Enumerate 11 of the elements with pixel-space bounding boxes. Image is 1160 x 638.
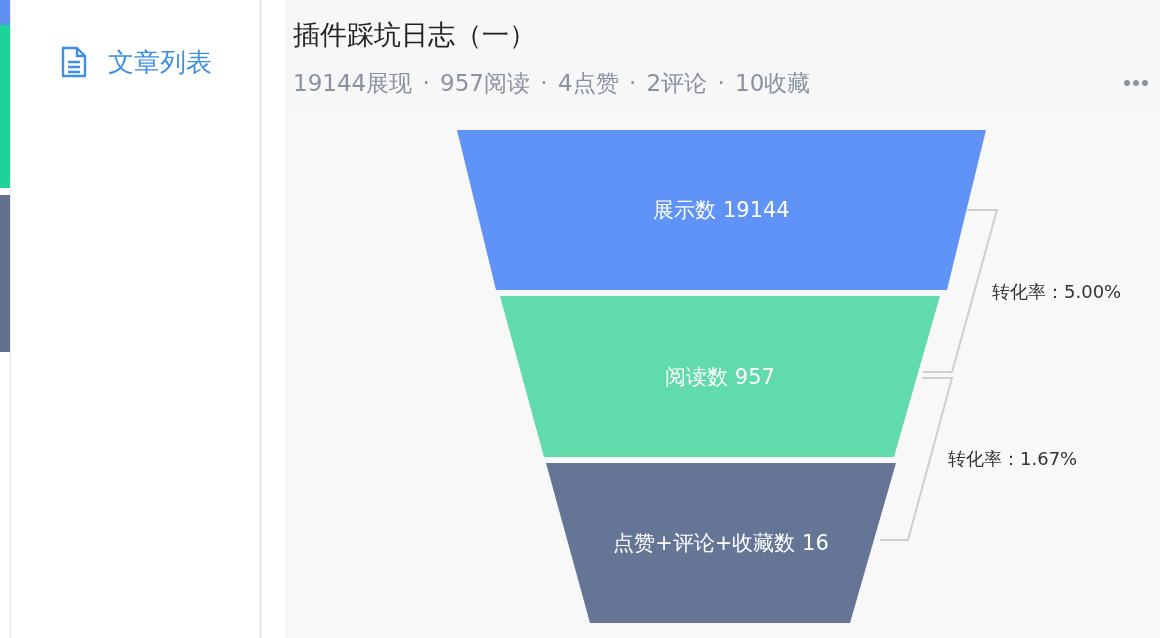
stage-label: 展示数 19144	[652, 197, 791, 224]
funnel-stage	[457, 130, 986, 290]
funnel-stage	[500, 296, 940, 457]
stage-label: 点赞+评论+收藏数 16	[612, 530, 830, 557]
menu-item: 文章列表	[108, 46, 212, 79]
funnel-stage	[546, 463, 896, 623]
conversion-rate: 转化率：5.00%	[992, 280, 1122, 304]
article-title: 插件踩坑日志（一）	[293, 18, 536, 52]
stats-line: 19144展现 · 957阅读 · 4点赞 · 2评论 · 10收藏	[293, 69, 811, 98]
conversion-rate: 转化率：1.67%	[948, 447, 1078, 471]
stage-label: 阅读数 957	[664, 363, 776, 391]
